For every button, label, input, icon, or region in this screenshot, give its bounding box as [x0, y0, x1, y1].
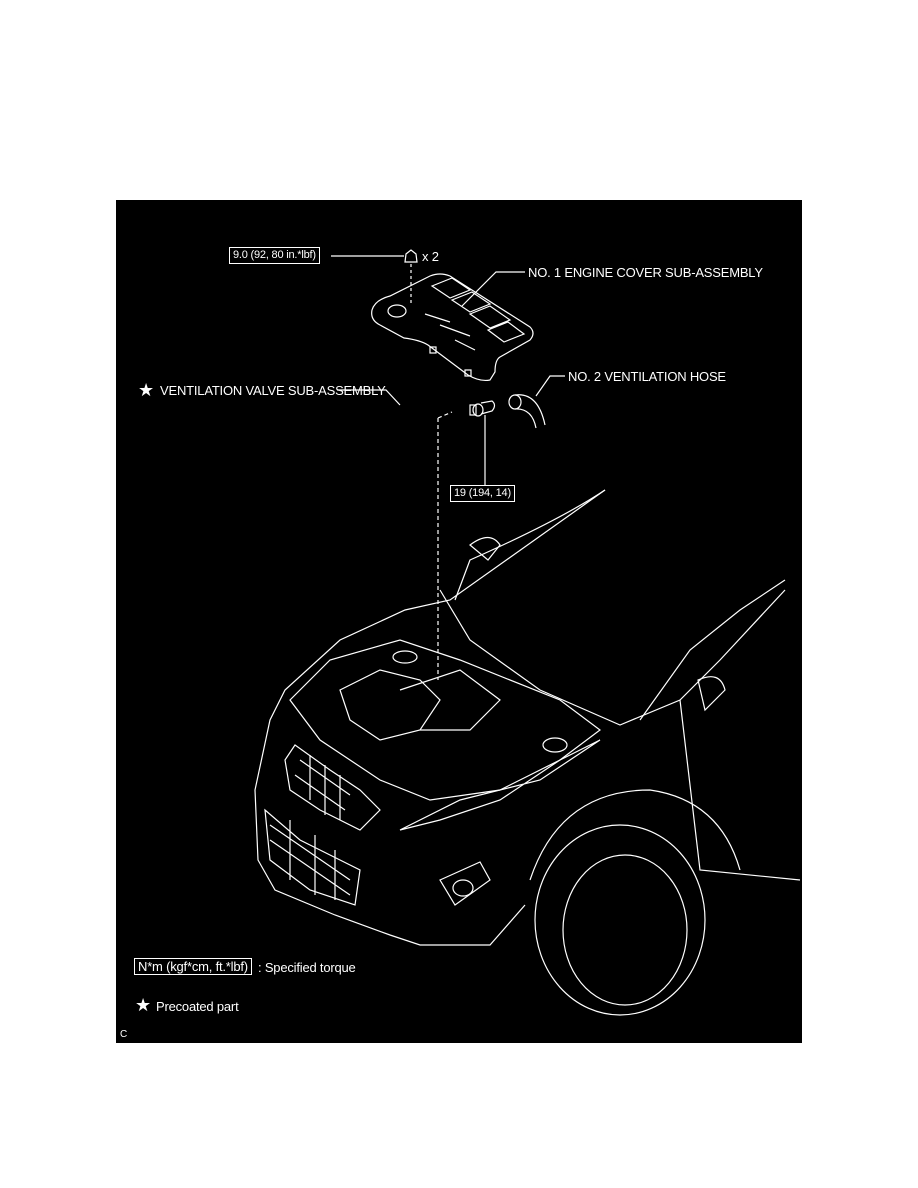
nut-quantity: x 2: [422, 249, 439, 264]
legend-star-icon: ★: [135, 995, 151, 1015]
legend-precoated-description: Precoated part: [156, 999, 239, 1014]
hose-leader: [535, 375, 565, 397]
ventilation-valve-label: VENTILATION VALVE SUB-ASSEMBLY: [160, 383, 386, 398]
valve-leader: [337, 389, 401, 406]
ventilation-hose-label: NO. 2 VENTILATION HOSE: [568, 369, 726, 384]
cover-nut-torque-spec: 9.0 (92, 80 in.*lbf): [229, 247, 320, 264]
legend-torque-unit-box: N*m (kgf*cm, ft.*lbf): [134, 958, 252, 975]
vehicle-drawing: [254, 489, 801, 1016]
engine-cover-leader: [461, 271, 525, 307]
install-dashed-line: [437, 411, 453, 680]
engine-cover-label: NO. 1 ENGINE COVER SUB-ASSEMBLY: [528, 265, 763, 280]
ventilation-hose-drawing: [508, 394, 546, 429]
nut-icon: [404, 249, 418, 263]
legend-torque-description: : Specified torque: [258, 960, 356, 975]
figure-code: C: [120, 1029, 128, 1040]
valve-torque-spec: 19 (194, 14): [450, 485, 515, 502]
ventilation-valve-drawing: [469, 400, 496, 417]
engine-cover-diagram: [254, 249, 801, 1016]
precoated-star-icon: ★: [138, 380, 154, 400]
engine-cover-drawing: [371, 273, 534, 382]
